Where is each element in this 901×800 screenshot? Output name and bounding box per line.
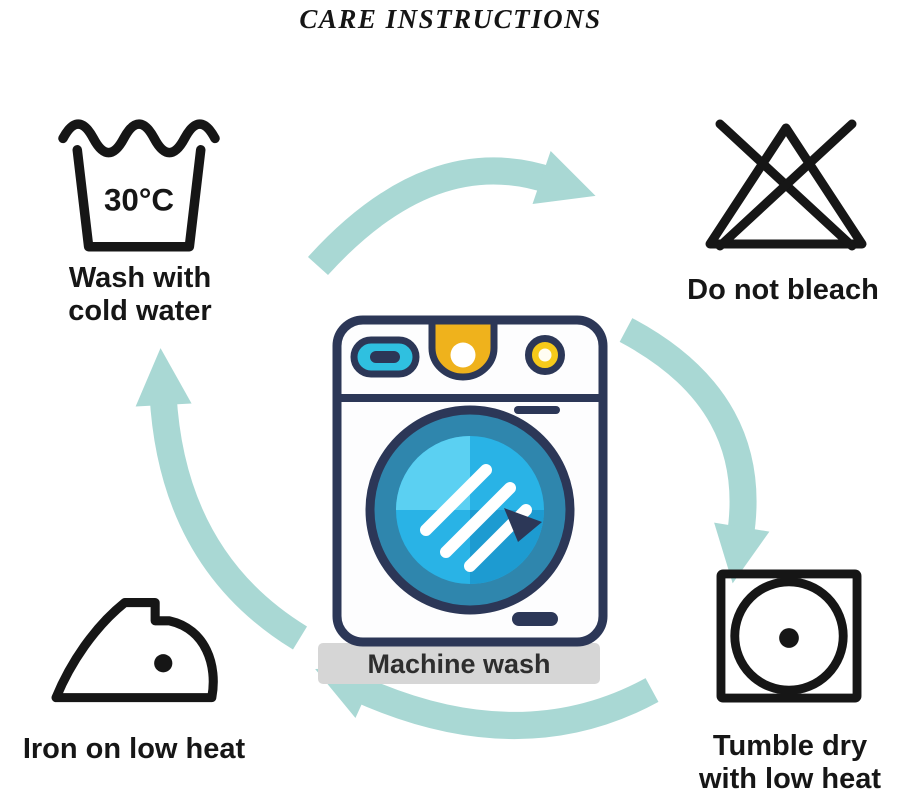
detergent-cup-hole [450,342,476,368]
tumble-dry-label: Tumble dry with low heat [668,730,901,796]
wash-temperature-text: 30°C [104,183,174,218]
machine-wash-label: Machine wash [367,649,551,679]
iron-heat-dot [154,654,173,673]
tumble-dry-icon [716,569,862,703]
door-glass-highlight [396,436,470,510]
do-not-bleach-label: Do not bleach [664,274,901,307]
bleach-triangle [705,123,867,249]
do-not-bleach-icon [705,119,867,251]
iron-label-text: Iron on low heat [22,733,246,765]
bleach-cross-line-2 [715,119,857,251]
washing-machine-icon [332,315,608,647]
machine-display-inner [370,351,400,363]
iron-outline [51,598,218,703]
tumble-circle [730,577,848,695]
wash-water-line [58,119,220,158]
iron-label: Iron on low heat [0,733,268,766]
arrow-right-icon [619,318,770,584]
wash-tub-outline [72,145,206,252]
do-not-bleach-label-text: Do not bleach [687,274,879,306]
tumble-label-line1: Tumble dry [712,730,868,762]
wash-tub-icon: 30°C [58,119,220,252]
page-title: CARE INSTRUCTIONS [299,4,602,34]
arrow-bottom-icon [315,667,659,739]
machine-knob-center [538,348,552,362]
iron-icon [51,598,218,703]
wash-label-line1: Wash with [68,262,212,294]
tumble-label-line2: with low heat [698,762,882,795]
door-notch [504,508,542,542]
wash-label-line2: cold water [68,294,212,327]
wash-label: Wash with cold water [18,262,262,328]
arrow-left-icon [135,348,308,650]
machine-wash-label-bar: Machine wash [318,643,600,684]
arrow-top-icon [307,150,596,276]
tumble-square [716,569,862,703]
tumble-heat-dot [779,628,799,648]
machine-bottom-dash [512,612,558,626]
